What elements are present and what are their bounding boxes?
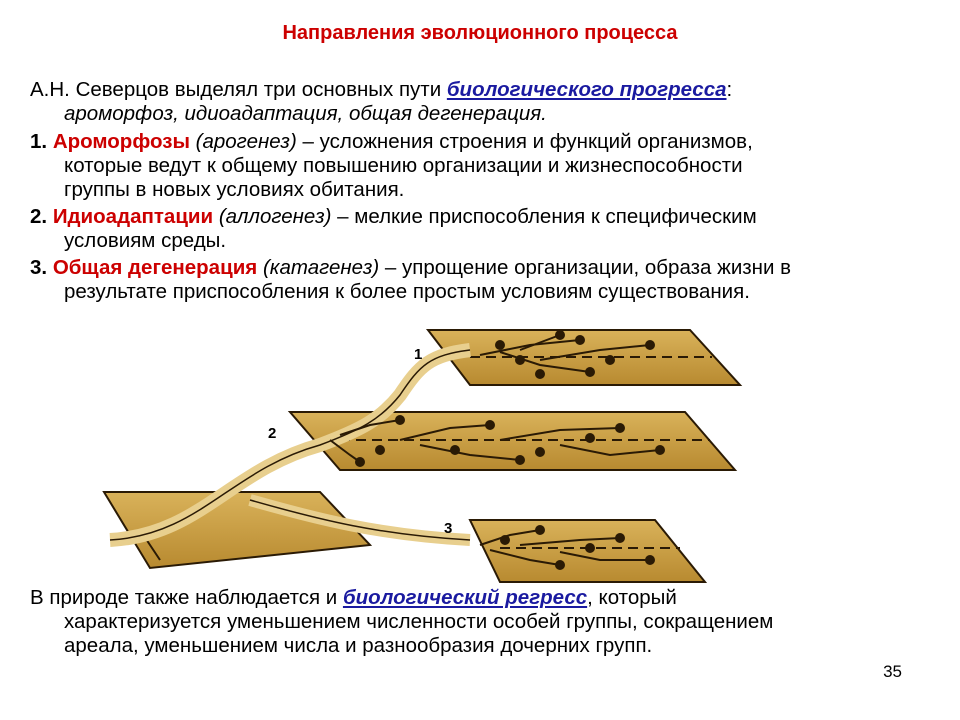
item-text-line3: группы в новых условиях обитания. <box>64 178 405 201</box>
regress-paragraph: В природе также наблюдается и биологичес… <box>30 586 930 658</box>
slide-title: Направления эволюционного процесса <box>282 22 678 44</box>
item-number: 3. <box>30 256 48 279</box>
item-text-line2: условиям среды. <box>64 229 227 252</box>
biological-regress-link[interactable]: биологический регресс <box>342 586 588 609</box>
item-text: – мелкие приспособления к специфическим <box>331 205 757 228</box>
regress-line3: ареала, уменьшением числа и разнообразия… <box>64 634 653 657</box>
diagram-label-1: 1 <box>414 346 423 363</box>
item-term: Общая дегенерация <box>52 256 258 279</box>
intro-paragraph: А.Н. Северцов выделял три основных пути … <box>30 78 930 126</box>
item-idioadaptation: 2. Идиоадаптации (аллогенез) – мелкие пр… <box>30 205 930 253</box>
diagram-label-3: 3 <box>444 520 453 537</box>
item-text: – усложнения строения и функций организм… <box>296 130 753 153</box>
diagram-label-2: 2 <box>268 425 277 442</box>
item-term: Идиоадаптации <box>52 205 214 228</box>
item-alt: (аллогенез) <box>218 205 332 228</box>
intro-prefix: А.Н. Северцов выделял три основных пути <box>30 78 447 101</box>
regress-line2: характеризуется уменьшением численности … <box>64 610 774 633</box>
item-term: Ароморфозы <box>52 130 190 153</box>
intro-suffix: : <box>726 78 733 101</box>
intro-line2: ароморфоз, идиоадаптация, общая дегенера… <box>64 102 547 125</box>
item-degeneration: 3. Общая дегенерация (катагенез) – упрощ… <box>30 256 930 304</box>
biological-progress-link[interactable]: биологического прогресса <box>446 78 727 101</box>
regress-start: В природе также наблюдается и <box>30 586 343 609</box>
item-number: 2. <box>30 205 48 228</box>
item-text-line2: которые ведут к общему повышению организ… <box>64 154 743 177</box>
item-alt: (арогенез) <box>195 130 297 153</box>
item-text: – упрощение организации, образа жизни в <box>379 256 792 279</box>
item-aromorphosis: 1. Ароморфозы (арогенез) – усложнения ст… <box>30 130 930 202</box>
slide-number: 35 <box>883 662 902 681</box>
item-number: 1. <box>30 130 48 153</box>
item-alt: (катагенез) <box>262 256 380 279</box>
regress-end: , который <box>587 586 677 609</box>
item-text-line2: результате приспособления к более просты… <box>64 280 750 303</box>
